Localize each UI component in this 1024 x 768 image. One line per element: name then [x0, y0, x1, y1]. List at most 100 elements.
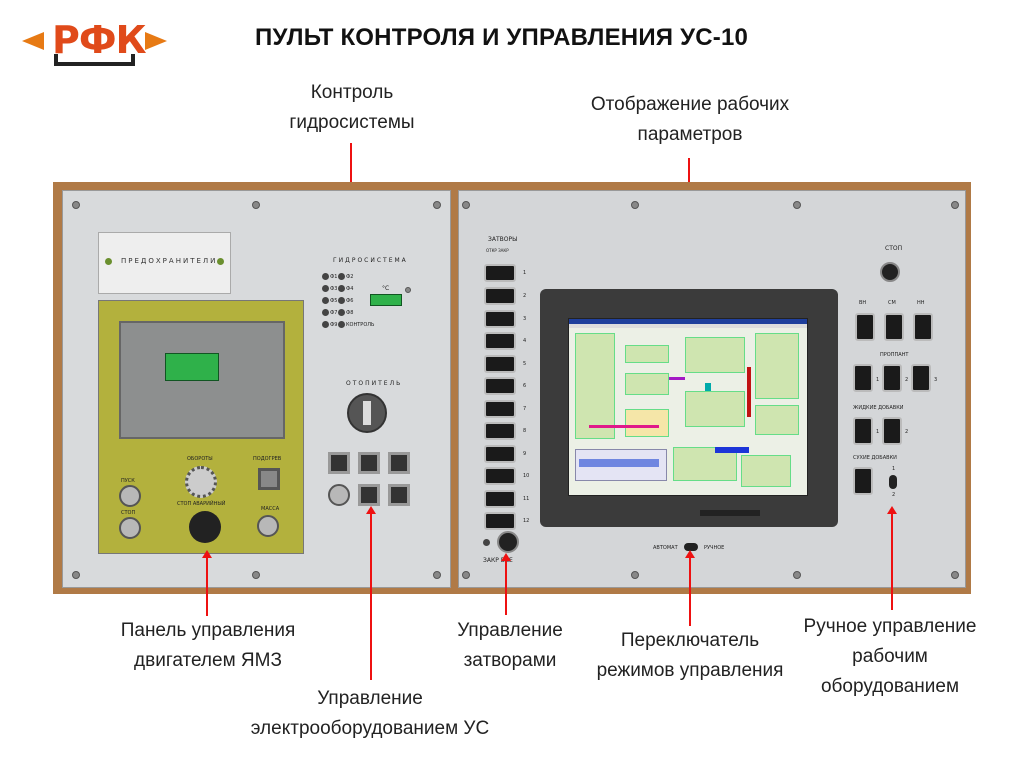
gate-switch-6[interactable]	[484, 377, 516, 395]
led-f9-icon	[322, 321, 329, 328]
main-stop-button[interactable]	[880, 262, 900, 282]
caption-hydro-control: Контроль гидросистемы	[289, 82, 415, 133]
label-sm: СМ	[888, 300, 896, 306]
label-dry-2: 2	[892, 492, 896, 498]
monitor-block	[685, 337, 745, 373]
label-f5: Ф5	[330, 298, 338, 304]
label-f4: Ф4	[346, 286, 354, 292]
screw-icon	[72, 571, 80, 579]
switch-proppant-1[interactable]	[853, 364, 873, 392]
monitor-keypad[interactable]	[700, 510, 760, 516]
screw-icon	[793, 571, 801, 579]
electro-button-3[interactable]	[388, 452, 410, 474]
electro-button-5[interactable]	[388, 484, 410, 506]
electro-round-button[interactable]	[328, 484, 350, 506]
flow-arrow-icon	[589, 425, 659, 428]
pointer-electro	[366, 506, 376, 680]
gate-switch-7[interactable]	[484, 400, 516, 418]
label-proppant-2: 2	[905, 377, 909, 383]
caption-mode-switch: Переключатель режимов управления	[596, 630, 784, 681]
fuse-box: ПРЕДОХРАНИТЕЛИ	[98, 232, 231, 294]
dry-selector-switch[interactable]	[889, 475, 897, 489]
logo-left-arrow-icon	[22, 32, 44, 50]
label-f6: Ф6	[346, 298, 354, 304]
gate-number: 4	[523, 338, 527, 344]
label-podogrev: ПОДОГРЕВ	[253, 456, 282, 462]
heater-knob[interactable]	[347, 393, 387, 433]
mode-switch[interactable]	[684, 543, 698, 551]
label-massa: МАССА	[261, 506, 280, 512]
electro-button-1[interactable]	[328, 452, 350, 474]
close-all-gates-button[interactable]	[497, 531, 519, 553]
led-f4-icon	[338, 285, 345, 292]
engine-panel: ПУСК СТОП ОБОРОТЫ СТОП АВАРИЙНЫЙ ПОДОГРЕ…	[98, 300, 304, 554]
pointer-manual	[887, 506, 897, 610]
screw-icon	[72, 201, 80, 209]
label-liquid-1: 1	[876, 429, 880, 435]
switch-dry[interactable]	[853, 467, 873, 495]
start-button[interactable]	[119, 485, 141, 507]
gate-switch-11[interactable]	[484, 490, 516, 508]
hydro-indicator-icon	[405, 287, 411, 293]
switch-vn[interactable]	[855, 313, 875, 341]
caption-display-params: Отображение рабочих параметров	[590, 94, 790, 145]
mode-manual-label: РУЧНОЕ	[704, 545, 725, 551]
label-proppant-1: 1	[876, 377, 880, 383]
gates-indicator-icon	[483, 539, 490, 546]
page-title: ПУЛЬТ КОНТРОЛЯ И УПРАВЛЕНИЯ УС-10	[255, 24, 749, 51]
gate-number: 1	[523, 270, 527, 276]
fuse-indicator-icon	[217, 258, 224, 265]
switch-nn[interactable]	[913, 313, 933, 341]
gate-switch-9[interactable]	[484, 445, 516, 463]
switch-liquid-2[interactable]	[882, 417, 902, 445]
monitor-block	[741, 455, 791, 487]
gate-switch-4[interactable]	[484, 332, 516, 350]
screw-icon	[793, 201, 801, 209]
mass-button[interactable]	[257, 515, 279, 537]
switch-proppant-2[interactable]	[882, 364, 902, 392]
electro-button-4[interactable]	[358, 484, 380, 506]
screw-icon	[951, 571, 959, 579]
gate-number: 10	[523, 473, 530, 479]
engine-screen	[119, 321, 285, 439]
logo-underline	[54, 54, 135, 66]
stop-button[interactable]	[119, 517, 141, 539]
gate-switch-12[interactable]	[484, 512, 516, 530]
screw-icon	[462, 201, 470, 209]
emergency-stop-button[interactable]	[189, 511, 221, 543]
switch-sm[interactable]	[884, 313, 904, 341]
label-f8: Ф8	[346, 310, 354, 316]
switch-liquid-1[interactable]	[853, 417, 873, 445]
stop-label: СТОП	[885, 245, 903, 252]
label-proppant-3: 3	[934, 377, 938, 383]
electro-button-2[interactable]	[358, 452, 380, 474]
rpm-dial[interactable]	[185, 466, 217, 498]
screw-icon	[433, 571, 441, 579]
gate-switch-5[interactable]	[484, 355, 516, 373]
screw-icon	[252, 201, 260, 209]
gate-switch-8[interactable]	[484, 422, 516, 440]
gate-number: 2	[523, 293, 527, 299]
led-f7-icon	[322, 309, 329, 316]
label-nn: НН	[917, 300, 925, 306]
fuse-label: ПРЕДОХРАНИТЕЛИ	[121, 257, 218, 265]
led-f3-icon	[322, 285, 329, 292]
preheat-switch[interactable]	[258, 468, 280, 490]
gate-switch-1[interactable]	[484, 264, 516, 282]
label-control: КОНТРОЛЬ	[346, 322, 375, 328]
gate-number: 3	[523, 316, 527, 322]
led-f5-icon	[322, 297, 329, 304]
switch-proppant-3[interactable]	[911, 364, 931, 392]
flow-arrow-icon	[715, 447, 749, 453]
pointer-engine	[202, 550, 212, 616]
gate-switch-10[interactable]	[484, 467, 516, 485]
monitor-screen	[568, 318, 808, 496]
gate-switch-3[interactable]	[484, 310, 516, 328]
led-f6-icon	[338, 297, 345, 304]
gate-number: 5	[523, 361, 527, 367]
led-f2-icon	[338, 273, 345, 280]
gate-switch-2[interactable]	[484, 287, 516, 305]
screw-icon	[951, 201, 959, 209]
label-oboroty: ОБОРОТЫ	[187, 456, 213, 462]
monitor-block	[685, 391, 745, 427]
